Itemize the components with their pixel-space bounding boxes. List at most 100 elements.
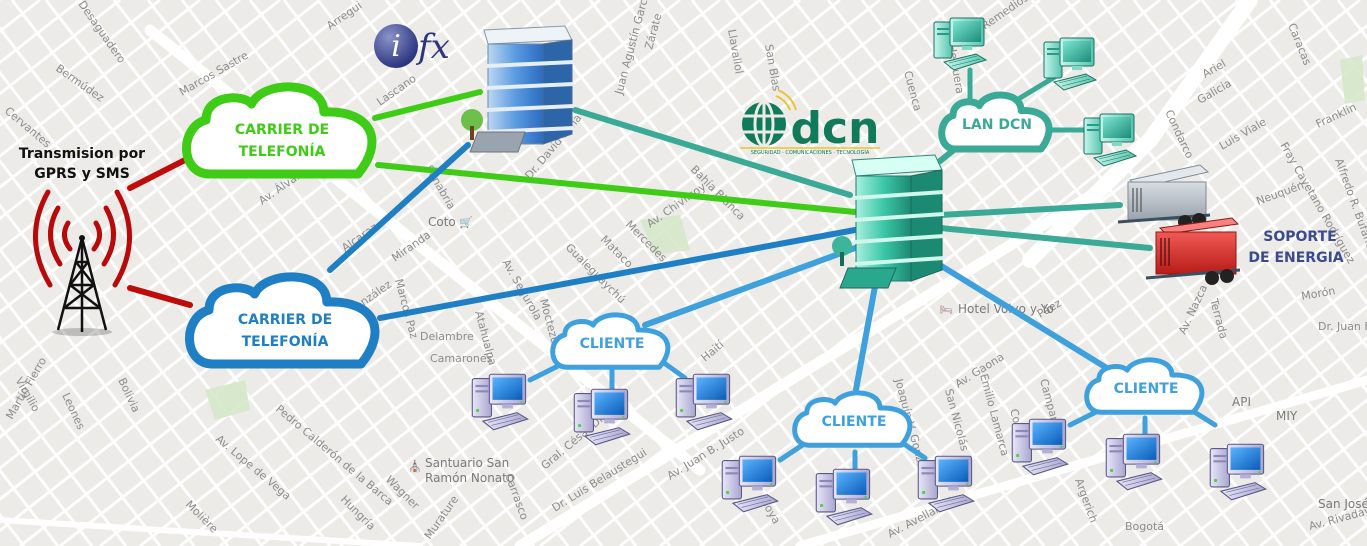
cloud-icon — [550, 312, 671, 370]
road-line — [219, 0, 921, 546]
poi-label-santuario-2: Ramón Nonato — [425, 471, 514, 485]
gprs-title-line2: GPRS y SMS — [34, 166, 130, 182]
cloud-label: TELEFONÍA — [242, 333, 329, 350]
blue-link-dcn — [377, 227, 858, 321]
dcn-client1-link — [642, 245, 858, 328]
road-line — [0, 0, 121, 96]
parks — [205, 55, 1365, 420]
client-cloud-3[interactable]: CLIENTE — [1084, 357, 1205, 415]
dcn-generator-red-link — [937, 225, 1153, 251]
cloud-label: CLIENTE — [580, 336, 645, 352]
energy-label-line1: SOPORTE — [1263, 229, 1336, 245]
road-line — [0, 291, 196, 546]
shopping-cart-icon: 🛒 — [459, 216, 473, 229]
road-line — [724, 0, 1148, 546]
datacenter-building-icon — [832, 154, 945, 289]
dcn-generator-gray-link — [937, 202, 1123, 218]
street-label: Bogotá — [1125, 520, 1164, 533]
road-line — [0, 423, 94, 546]
energy-label-line2: DE ENERGIA — [1248, 250, 1343, 266]
road-line — [419, 0, 1121, 546]
road-line — [180, 0, 604, 546]
cloud-label: CARRIER DE — [235, 122, 329, 138]
road-line — [112, 0, 536, 546]
road-line — [554, 0, 978, 546]
poi-label-santuario-1: Santuario San — [425, 456, 509, 470]
road-line — [939, 211, 1367, 546]
road-line — [59, 0, 761, 546]
client-cloud-1[interactable]: CLIENTE — [550, 312, 671, 370]
road-line — [379, 0, 1081, 546]
dcn-logo: dcn SEGURIDAD · COMUNICACIONES · TECNOLO… — [740, 89, 880, 156]
ifx-logo: i fx — [374, 24, 450, 68]
poi-label-miy: MIY — [1276, 409, 1298, 423]
road-line — [1166, 0, 1367, 262]
poi-label-coto: Coto — [428, 215, 456, 229]
street-label: Camarones — [430, 352, 493, 365]
road-line — [1098, 0, 1367, 350]
ifx-building[interactable]: i fx — [374, 24, 575, 153]
cloud-icon — [182, 82, 377, 179]
ifx-logo-letter: i — [391, 29, 401, 64]
gprs-title-line1: Transmision por — [19, 146, 145, 162]
dcn-client2-link — [852, 267, 881, 398]
road-line — [0, 0, 601, 470]
road-line — [659, 0, 1361, 546]
energy-support[interactable]: SOPORTE DE ENERGIA — [1117, 164, 1344, 285]
cloud-label: LAN DCN — [962, 117, 1032, 133]
lan-dcn-cloud[interactable]: LAN DCN — [938, 91, 1053, 153]
road-line — [0, 247, 230, 546]
dcn-logo-text: dcn — [791, 103, 880, 154]
road-line — [588, 0, 1012, 546]
ifx-logo-text: fx — [415, 27, 450, 67]
street-label: Dr. Juan Felipe Aranguren — [1318, 320, 1367, 333]
street-label: Morón — [1300, 284, 1336, 303]
road-line — [0, 0, 201, 158]
road-line — [0, 0, 321, 252]
road-line — [0, 0, 361, 283]
poi-label-sanjose: San José — [1318, 497, 1367, 511]
road-line — [0, 0, 481, 377]
cloud-icon — [185, 272, 380, 369]
road-line — [459, 0, 1161, 546]
gprs-tower[interactable]: Transmision por GPRS y SMS — [19, 146, 145, 336]
road-line — [1234, 0, 1367, 173]
road-line — [1179, 398, 1367, 546]
road-line — [139, 0, 841, 546]
gprs-link-blue — [127, 285, 193, 308]
dcn-client3-link — [932, 259, 1113, 373]
green-link-ifx — [372, 89, 483, 121]
gprs-link-green — [127, 157, 188, 191]
road-line — [928, 0, 1352, 546]
dcn-tagline: SEGURIDAD · COMUNICACIONES · TECNOLOGÍA — [751, 149, 870, 156]
road-line — [1059, 304, 1367, 546]
client-cloud-2[interactable]: CLIENTE — [792, 390, 913, 448]
ifx-dcn-link — [572, 107, 853, 198]
road-line — [0, 335, 162, 546]
road-line — [0, 26, 400, 546]
dcn-datacenter[interactable]: dcn SEGURIDAD · COMUNICACIONES · TECNOLO… — [740, 89, 945, 289]
hotel-icon: 🛏 — [940, 305, 953, 316]
road-line — [179, 0, 881, 546]
cloud-label: CLIENTE — [822, 414, 887, 430]
road-line — [1219, 429, 1367, 546]
road-line — [339, 0, 1041, 546]
street-label: Delambre — [420, 330, 474, 343]
road-line — [1200, 0, 1367, 217]
globe-icon — [742, 89, 797, 148]
road-line — [0, 0, 561, 439]
road-line — [0, 70, 366, 546]
cloud-label: CLIENTE — [1114, 381, 1179, 397]
road-line — [44, 0, 468, 546]
lan-pc2-link — [1017, 72, 1061, 101]
road-line — [1064, 0, 1367, 394]
red-generator-icon — [1145, 217, 1241, 285]
road-line — [622, 0, 1046, 546]
road-line — [0, 0, 241, 190]
radio-tower-icon — [33, 189, 132, 336]
